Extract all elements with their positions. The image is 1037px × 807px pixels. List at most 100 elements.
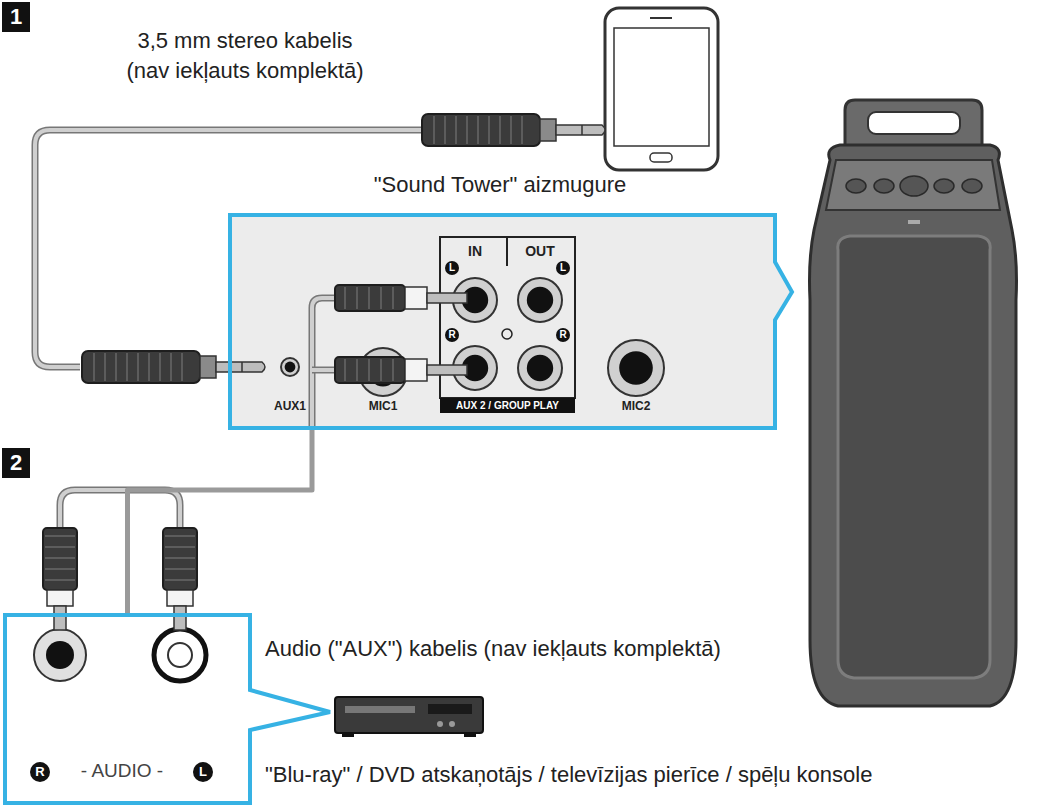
rca-wire-upper [312, 298, 335, 428]
device-jack-l [154, 629, 206, 681]
plug-grip [170, 353, 172, 381]
rca-grip [380, 359, 382, 381]
center-mark [502, 329, 512, 339]
rca-body [43, 528, 77, 590]
player-button [449, 721, 455, 727]
phone-speaker [650, 17, 672, 19]
rca-collar [167, 590, 193, 606]
tower-logo [908, 220, 920, 224]
port-label: IN [455, 243, 495, 260]
rca-grip [368, 359, 370, 381]
mic2-jack-hole [619, 351, 653, 385]
port-label: AUX1 [265, 399, 315, 413]
cable-label: 3,5 mm stereo kabelis (nav iekļauts komp… [55, 26, 435, 85]
rca-grip [45, 557, 75, 559]
cable-label: Audio ("AUX") kabelis (nav iekļauts komp… [265, 636, 721, 662]
rca-tip [427, 293, 467, 303]
out-jack-r [518, 346, 562, 390]
plug-grip [499, 116, 501, 144]
aux1-jack-hole [285, 362, 296, 373]
plug-grip [488, 116, 490, 144]
channel-mark: L [445, 261, 459, 275]
tower-control [874, 179, 894, 193]
phone-button [650, 153, 672, 162]
plug-body [82, 351, 200, 383]
rca-grip [45, 579, 75, 581]
channel-mark: R [30, 762, 50, 782]
device-jack-r-hole [46, 641, 74, 669]
rca-grip [45, 535, 75, 537]
plug-grip [477, 116, 479, 144]
rca-collar [47, 590, 73, 606]
tower-top-panel [826, 160, 1000, 210]
tower-handle [845, 100, 982, 150]
plug-grip [104, 353, 106, 381]
sound-tower [810, 100, 1017, 706]
panel-border [230, 215, 792, 428]
device-label: "Blu-ray" / DVD atskaņotājs / televīzija… [265, 762, 872, 788]
audio-label: - AUDIO - [62, 760, 182, 783]
player [335, 697, 483, 733]
rca-grip [344, 359, 346, 381]
plug-collar [200, 356, 216, 378]
out-jack-l-hole [527, 287, 553, 313]
rca-grip [392, 359, 394, 381]
out-jack-l [518, 278, 562, 322]
player-foot [464, 733, 476, 737]
out-jack-r-hole [527, 355, 553, 381]
rca-collar [405, 359, 427, 381]
rca-grip [356, 359, 358, 381]
in-out-rule [440, 266, 575, 267]
plug-grip [148, 353, 150, 381]
tower-control [900, 176, 928, 196]
rear-panel: "Sound Tower" aizmugureINOUTLLRRAUX1MIC1… [230, 215, 775, 428]
in-out-divider [506, 237, 508, 266]
callout-number: 2 [2, 448, 30, 478]
aux1-plug [82, 351, 265, 383]
rca-grip [380, 287, 382, 309]
plug-collar [540, 119, 556, 141]
rca-plug-lower [335, 357, 467, 383]
plug-grip [510, 116, 512, 144]
panel-outline [230, 215, 775, 428]
tower-body [810, 145, 1017, 706]
plug-grip [115, 353, 117, 381]
device-jack-r [34, 629, 86, 681]
rca-plug-upper [335, 285, 467, 311]
device-panel: R- AUDIO -L [5, 615, 250, 803]
rca-wire-upper-outline [312, 298, 335, 428]
plug-grip [126, 353, 128, 381]
rca-grip [165, 557, 195, 559]
port-label: MIC2 [611, 399, 661, 413]
rca-grip [165, 579, 195, 581]
channel-mark: R [445, 328, 459, 342]
rca-grip [392, 287, 394, 309]
player-foot [342, 733, 354, 737]
rca-tip [174, 606, 186, 630]
plug-tip [556, 125, 605, 135]
channel-mark: L [556, 261, 570, 275]
rca-grip [344, 287, 346, 309]
player-display [428, 704, 472, 714]
rca-grip [165, 546, 195, 548]
rca-body [163, 528, 197, 590]
player-button [437, 721, 443, 727]
tower-control [934, 179, 954, 193]
tower-handle-hole [868, 112, 960, 134]
rca-grip [45, 546, 75, 548]
audio-cable [128, 428, 313, 615]
channel-mark: R [556, 328, 570, 342]
callout-number: 1 [2, 2, 30, 32]
tower-control [962, 179, 982, 193]
rca-grip [45, 568, 75, 570]
smartphone [605, 8, 718, 170]
plug-grip [181, 353, 183, 381]
tower-grille [838, 236, 991, 678]
plug-grip [521, 116, 523, 144]
rca-body [335, 285, 405, 311]
rca-wire-fork [60, 490, 180, 528]
device-jack-l-hole [168, 643, 192, 667]
plug-grip [444, 116, 446, 144]
rca-wire-lower-outline [312, 367, 335, 374]
plug-grip [433, 116, 435, 144]
